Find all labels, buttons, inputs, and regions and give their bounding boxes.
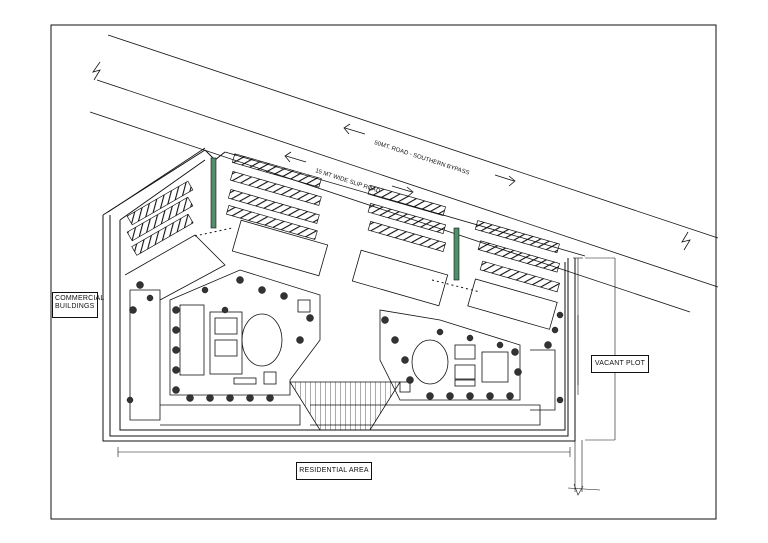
parking-row <box>225 205 318 240</box>
dotted-path <box>194 227 233 237</box>
parking-row <box>229 171 322 206</box>
trees <box>126 276 564 404</box>
dotted-path <box>431 279 481 293</box>
garden-right <box>379 309 521 401</box>
parking-row <box>126 196 194 242</box>
parking-row <box>126 180 194 226</box>
parking-right <box>367 184 560 293</box>
dimension-lines <box>117 257 616 496</box>
parking-row <box>231 153 322 188</box>
commercial-label-line2: BUILDINGS <box>55 303 95 310</box>
main-road-label: 50MT. ROAD - SOUTHERN BYPASS <box>373 140 470 176</box>
building-outlines <box>124 219 558 426</box>
vacant-plot-text: VACANT PLOT <box>594 360 646 367</box>
hedge-strip-left <box>210 157 217 229</box>
parking-left <box>126 153 322 256</box>
main-road <box>89 34 719 313</box>
garden-left <box>169 269 321 396</box>
commercial-label-line1: COMMERCIAL <box>55 295 105 302</box>
sheet-border <box>50 24 717 520</box>
parking-row <box>474 220 560 254</box>
residential-area-text: RESIDENTIAL AREA <box>299 467 369 474</box>
parking-row <box>479 260 560 293</box>
parking-row <box>367 220 447 252</box>
road-direction-arrows <box>284 123 516 198</box>
parking-row <box>131 213 194 256</box>
central-plaza <box>289 381 401 431</box>
parking-row <box>367 184 447 216</box>
residential-area-label: RESIDENTIAL AREA <box>296 462 372 480</box>
hedge-strip-right <box>453 227 460 281</box>
vacant-plot-label: VACANT PLOT <box>591 355 649 373</box>
parking-row <box>367 202 447 234</box>
parking-row <box>477 240 560 273</box>
commercial-buildings-label: COMMERCIAL BUILDINGS <box>52 292 105 318</box>
parking-row <box>227 189 320 224</box>
